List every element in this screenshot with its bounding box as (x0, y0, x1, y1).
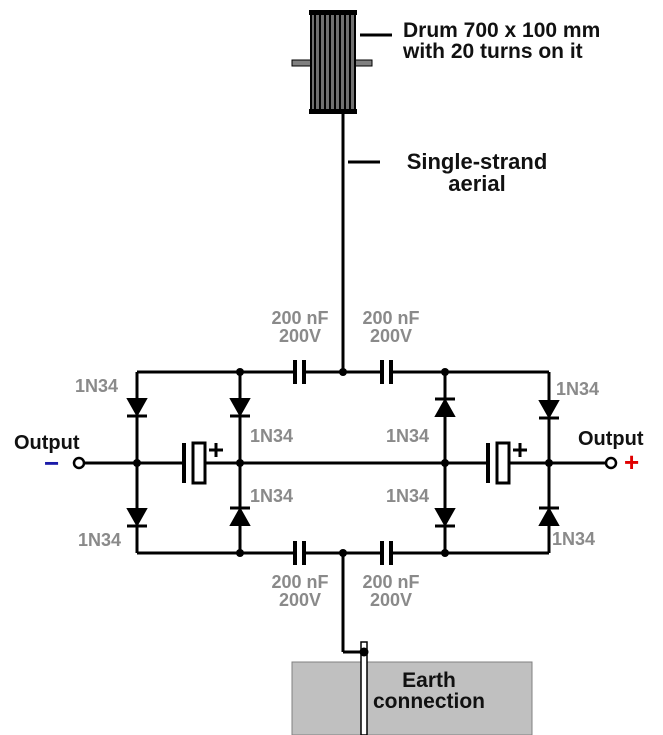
junction-dot (339, 368, 347, 376)
diode-d4-icon (538, 400, 560, 420)
diode-label-d3: 1N34 (386, 426, 430, 446)
earth-ground-block (291, 661, 533, 735)
earth-rod-icon (359, 641, 369, 735)
junction-dot (133, 459, 141, 467)
junction-dot (236, 459, 244, 467)
electrolytic-capacitor-left (182, 441, 223, 485)
electrolytic-capacitor-right (486, 441, 527, 485)
junction-dot (339, 549, 347, 557)
diode-d7-icon (434, 508, 456, 528)
capacitor-top-left (293, 360, 306, 384)
diode-d5-icon (126, 508, 148, 528)
capacitor-bottom-left (293, 541, 306, 565)
capacitor-top-right (380, 360, 393, 384)
junction-dot (236, 549, 244, 557)
output-terminal-positive-icon (604, 456, 618, 470)
junction-dot (236, 368, 244, 376)
diode-label-d7: 1N34 (386, 486, 430, 506)
diode-label-d8: 1N34 (552, 529, 596, 549)
drum-coil-icon (291, 10, 373, 114)
junction-dot (441, 459, 449, 467)
diode-label-d5: 1N34 (78, 530, 122, 550)
output-label-left: Output (14, 432, 80, 454)
diode-d2-icon (229, 398, 251, 418)
junction-dot (441, 549, 449, 557)
junction-dot (441, 368, 449, 376)
junction-dot (545, 459, 553, 467)
diode-d6-icon (229, 506, 251, 526)
capacitor-bottom-right (380, 541, 393, 565)
diode-d1-icon (126, 398, 148, 418)
diode-label-d2: 1N34 (250, 426, 294, 446)
negative-sign: − (44, 448, 60, 478)
diode-label-d6: 1N34 (250, 486, 294, 506)
positive-sign: + (624, 447, 640, 477)
output-label-right: Output (578, 428, 644, 450)
diode-d8-icon (538, 506, 560, 526)
diode-label-d4: 1N34 (556, 379, 600, 399)
diode-label-d1: 1N34 (75, 376, 119, 396)
output-terminal-negative-icon (72, 456, 86, 470)
diode-d3-icon (434, 397, 456, 417)
